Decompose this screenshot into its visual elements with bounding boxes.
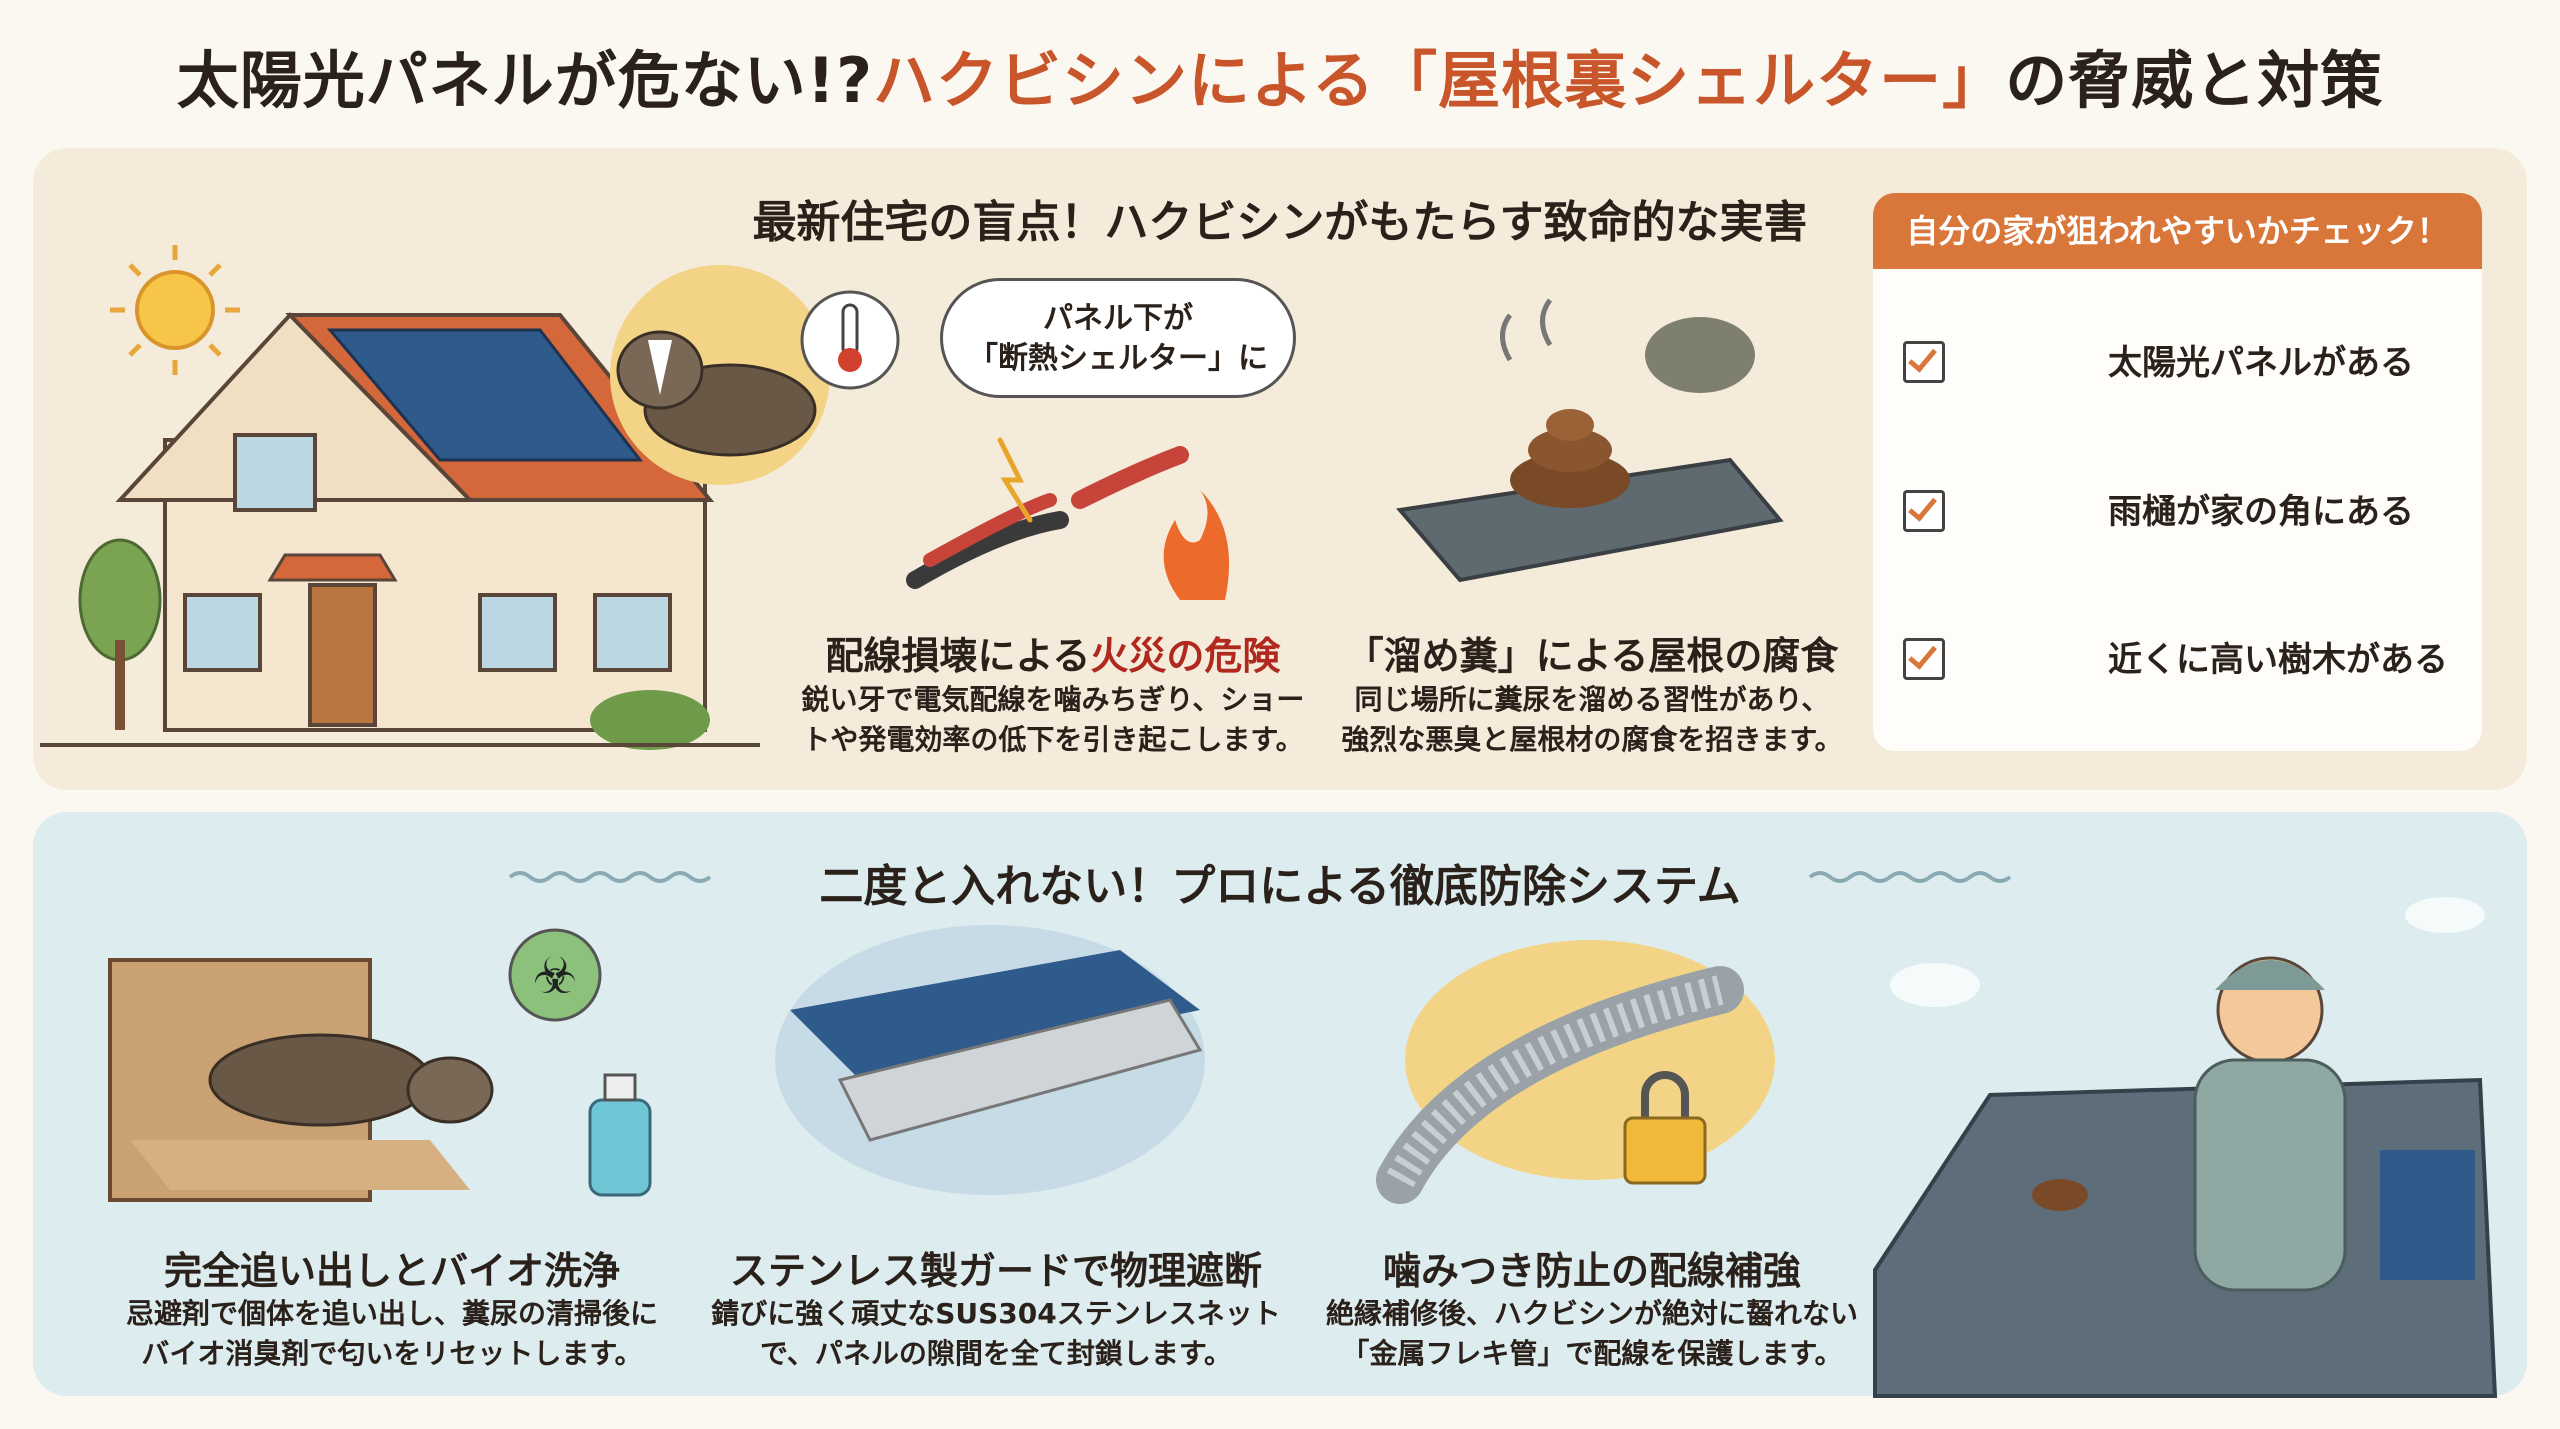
solutions-heading: 二度と入れない！プロによる徹底防除システム <box>819 861 1741 912</box>
civet-eviction-illustration: ☣ <box>108 928 652 1202</box>
damage-heading: 最新住宅の盲点！ハクビシンがもたらす致命的な実害 <box>752 197 1808 248</box>
house-illustration <box>40 312 760 750</box>
thermometer-icon <box>800 290 900 390</box>
wave-decoration <box>508 871 2012 883</box>
damage-desc-fire: 鋭い牙で電気配線を噛みちぎり、ショートや発電効率の低下を引き起こします。 <box>801 683 1305 756</box>
fire-icon <box>1163 490 1230 600</box>
svg-text:☣: ☣ <box>533 947 578 1005</box>
solution-desc: 忌避剤で個体を追い出し、糞尿の清掃後にバイオ消臭剤で匂いをリセットします。 <box>125 1297 658 1370</box>
cloud-decoration <box>1890 897 2485 1007</box>
civet-on-roof-illustration <box>610 265 830 485</box>
solution-title: 噛みつき防止の配線補強 <box>1382 1249 1801 1293</box>
damage-desc-droppings: 同じ場所に糞尿を溜める習性があり、強烈な悪臭と屋根材の腐食を招きます。 <box>1341 683 1843 756</box>
checkbox-solar[interactable] <box>1903 341 1945 383</box>
solution-desc: 絶縁補修後、ハクビシンが絶対に齧れない「金属フレキ管」で配線を保護します。 <box>1325 1297 1858 1370</box>
damage-title-droppings: 「溜め糞」による屋根の腐食 <box>1345 634 1839 678</box>
solution-title: ステンレス製ガードで物理遮断 <box>729 1249 1262 1293</box>
checkbox-tree[interactable] <box>1903 638 1945 680</box>
bad-smell-cloud-icon <box>1645 317 1755 393</box>
risk-checklist: 自分の家が狙われやすいかチェック！ 太陽光パネルがある 雨樋が家の角にある 近く… <box>1873 193 2482 751</box>
speech-bubble: パネル下が「断熱シェルター」に <box>940 278 1296 398</box>
checkbox-gutter[interactable] <box>1903 490 1945 532</box>
checklist-item: 雨樋が家の角にある <box>2108 492 2414 532</box>
worker-on-roof-illustration <box>1873 956 2498 1398</box>
biohazard-icon: ☣ <box>508 928 602 1022</box>
page-title: 太陽光パネルが危ない!?ハクビシンによる「屋根裏シェルター」の脅威と対策 <box>176 44 2384 117</box>
checklist-item: 太陽光パネルがある <box>2108 343 2414 383</box>
sun-icon <box>110 245 240 375</box>
damaged-wire-illustration <box>906 437 1230 600</box>
padlock-icon <box>1623 1071 1707 1185</box>
checklist-header: 自分の家が狙われやすいかチェック！ <box>1873 193 2482 269</box>
droppings-on-roof-illustration <box>1396 298 1784 583</box>
solution-desc: 錆びに強く頑丈なSUS304ステンレスネットで、パネルの隙間を全て封鎖します。 <box>711 1297 1281 1370</box>
stainless-guard-illustration <box>775 925 1205 1195</box>
spray-bottle-icon <box>588 1073 652 1197</box>
metal-conduit-illustration <box>1376 940 1775 1204</box>
solution-title: 完全追い出しとバイオ洗浄 <box>163 1249 620 1293</box>
damage-title-fire: 配線損壊による火災の危険 <box>825 634 1281 678</box>
checklist-item: 近くに高い樹木がある <box>2108 640 2448 680</box>
